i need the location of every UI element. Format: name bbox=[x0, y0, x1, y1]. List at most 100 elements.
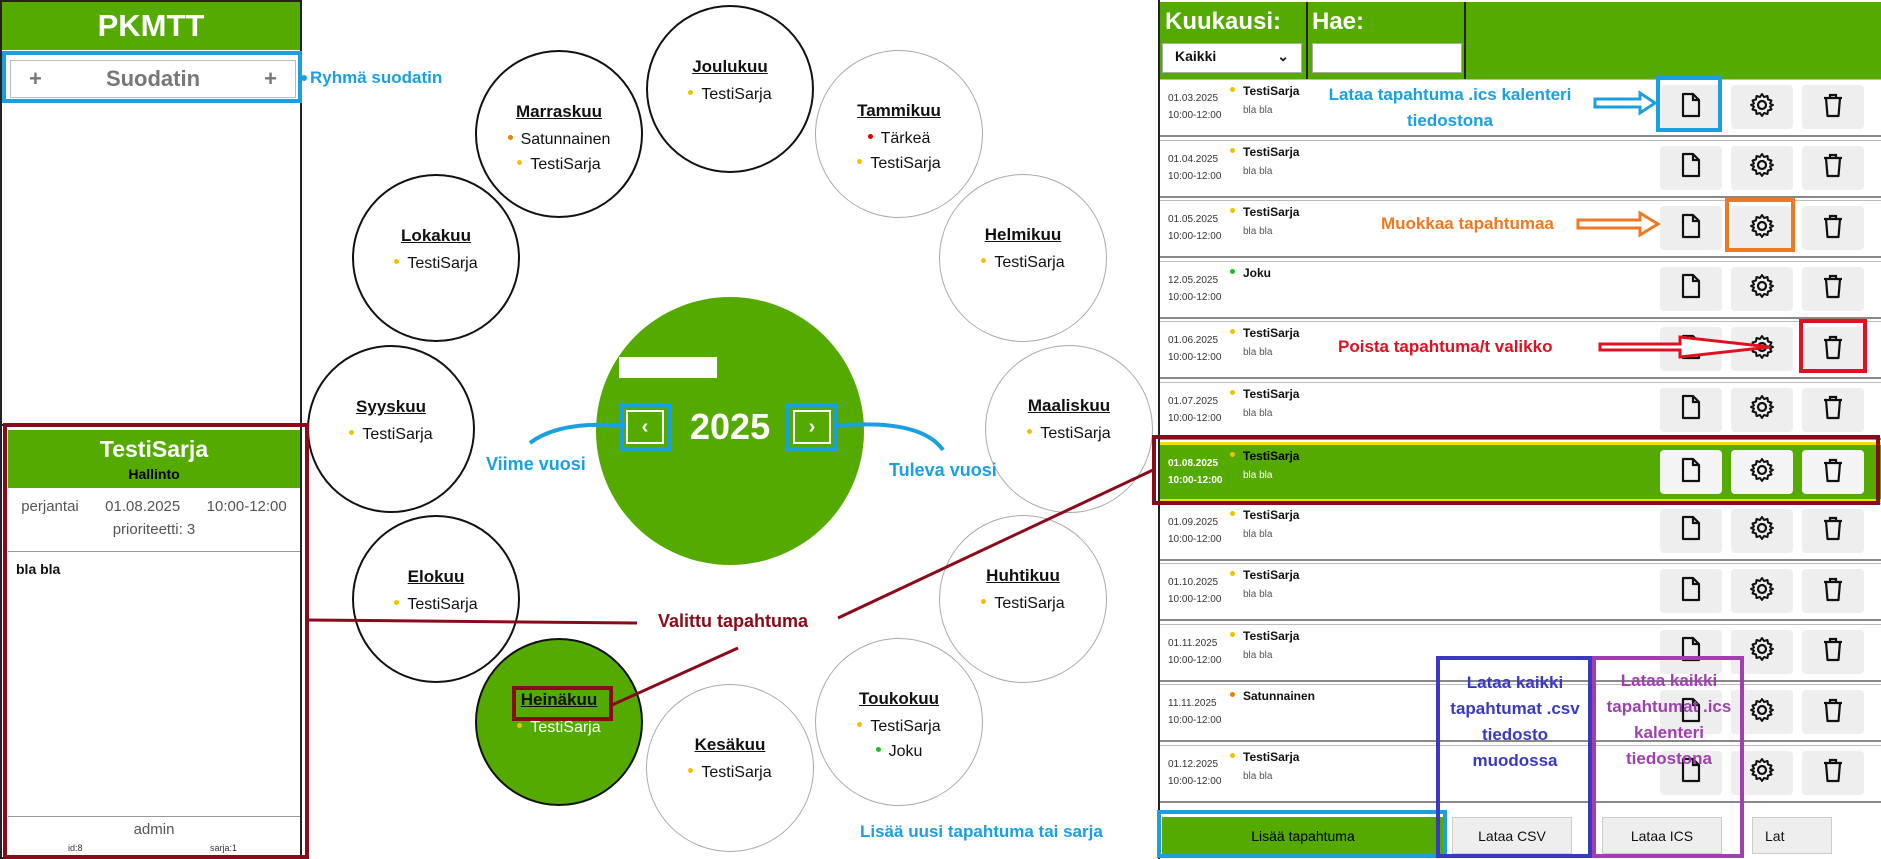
download-ics-row-button[interactable] bbox=[1660, 690, 1722, 734]
edit-event-button[interactable] bbox=[1731, 569, 1793, 613]
month-name[interactable]: Toukokuu bbox=[859, 689, 939, 708]
delete-event-button[interactable] bbox=[1802, 266, 1864, 311]
month-event[interactable]: TestiSarja bbox=[354, 251, 518, 276]
edit-event-button[interactable] bbox=[1731, 450, 1793, 494]
delete-event-button[interactable] bbox=[1802, 508, 1864, 553]
month-event[interactable]: TestiSarja bbox=[940, 250, 1106, 275]
delete-event-button[interactable] bbox=[1802, 206, 1864, 250]
download-ics-row-button[interactable] bbox=[1660, 387, 1722, 432]
add-event-button[interactable]: Lisää tapahtuma bbox=[1162, 817, 1444, 854]
annotation-line-1: Lataa kaikki bbox=[1466, 673, 1564, 692]
download-ics-row-button[interactable] bbox=[1660, 145, 1722, 190]
month-event[interactable]: TestiSarja bbox=[940, 591, 1106, 616]
month-event[interactable]: TestiSarja bbox=[354, 592, 518, 617]
month-name[interactable]: Kesäkuu bbox=[694, 735, 766, 754]
download-ics-row-button[interactable] bbox=[1660, 569, 1722, 613]
month-event[interactable]: TestiSarja bbox=[816, 151, 982, 176]
event-row-desc: bla bla bbox=[1243, 407, 1273, 419]
month-name[interactable]: Maaliskuu bbox=[1027, 396, 1111, 415]
month-name[interactable]: Marraskuu bbox=[516, 102, 602, 121]
month-event-label: Tärkeä bbox=[880, 130, 931, 147]
event-color-dot bbox=[1230, 329, 1235, 335]
delete-event-button[interactable] bbox=[1802, 690, 1864, 734]
month-name[interactable]: Lokakuu bbox=[401, 226, 471, 245]
download-ics-row-button[interactable] bbox=[1660, 629, 1722, 674]
download-ics-row-button[interactable] bbox=[1660, 266, 1722, 311]
month-name[interactable]: Joulukuu bbox=[692, 57, 768, 76]
delete-event-button[interactable] bbox=[1802, 569, 1864, 613]
delete-event-button[interactable] bbox=[1802, 750, 1864, 795]
download-ics-row-button[interactable] bbox=[1660, 206, 1722, 250]
month-event[interactable]: TestiSarja bbox=[648, 82, 812, 107]
edit-event-button[interactable] bbox=[1731, 206, 1793, 250]
month-event[interactable]: TestiSarja bbox=[477, 152, 641, 177]
month-event[interactable]: TestiSarja bbox=[477, 715, 641, 740]
download-ics-row-button[interactable] bbox=[1660, 508, 1722, 553]
event-color-dot bbox=[875, 747, 881, 753]
event-color-dot bbox=[981, 258, 987, 264]
month-event[interactable]: TestiSarja bbox=[816, 714, 982, 739]
download-ics-button[interactable]: Lataa ICS bbox=[1602, 817, 1722, 854]
month-event[interactable]: Tärkeä bbox=[816, 126, 982, 151]
month-name[interactable]: Tammikuu bbox=[857, 101, 941, 120]
month-name[interactable]: Helmikuu bbox=[984, 225, 1062, 244]
month-event-label: TestiSarja bbox=[530, 719, 601, 736]
delete-event-button[interactable] bbox=[1802, 145, 1864, 190]
month-select[interactable]: Kaikki ⌄ bbox=[1162, 43, 1302, 73]
month-name[interactable]: Syyskuu bbox=[356, 397, 426, 416]
month-name[interactable]: Elokuu bbox=[407, 567, 465, 586]
row-title: TestiSarja bbox=[1243, 326, 1300, 340]
month-event[interactable]: TestiSarja bbox=[309, 422, 473, 447]
annotation-csv-all: Lataa kaikki tapahtumat .csv tiedosto mu… bbox=[1440, 670, 1590, 774]
group-filter-button[interactable]: + Suodatin + bbox=[10, 60, 296, 98]
delete-event-button[interactable] bbox=[1802, 387, 1864, 432]
download-ics-row-button[interactable] bbox=[1660, 750, 1722, 795]
month-event[interactable]: Joku bbox=[816, 739, 982, 764]
download-ics-row-button[interactable] bbox=[1660, 85, 1722, 129]
search-input[interactable] bbox=[1312, 43, 1462, 73]
prev-year-button[interactable]: ‹ bbox=[626, 410, 664, 444]
month-event[interactable]: TestiSarja bbox=[647, 760, 813, 785]
next-year-button[interactable]: › bbox=[793, 410, 831, 444]
download-csv-button[interactable]: Lataa CSV bbox=[1452, 817, 1572, 854]
month-event[interactable]: Satunnainen bbox=[477, 127, 641, 152]
month-name[interactable]: Huhtikuu bbox=[986, 566, 1060, 585]
month-event[interactable]: TestiSarja bbox=[986, 421, 1152, 446]
gear-icon bbox=[1749, 152, 1775, 183]
edit-event-button[interactable] bbox=[1731, 266, 1793, 311]
row-title: TestiSarja bbox=[1243, 628, 1300, 643]
edit-event-button[interactable] bbox=[1731, 145, 1793, 190]
delete-event-button[interactable] bbox=[1802, 85, 1864, 129]
download-more-button[interactable]: Lat bbox=[1752, 817, 1832, 854]
download-ics-row-button[interactable] bbox=[1660, 450, 1722, 494]
delete-event-button[interactable] bbox=[1802, 629, 1864, 674]
edit-event-button[interactable] bbox=[1731, 387, 1793, 432]
delete-event-button[interactable] bbox=[1802, 327, 1864, 371]
edit-event-button[interactable] bbox=[1731, 85, 1793, 129]
month-name[interactable]: Heinäkuu bbox=[520, 690, 598, 709]
edit-event-button[interactable] bbox=[1731, 508, 1793, 553]
delete-event-button[interactable] bbox=[1802, 450, 1864, 494]
